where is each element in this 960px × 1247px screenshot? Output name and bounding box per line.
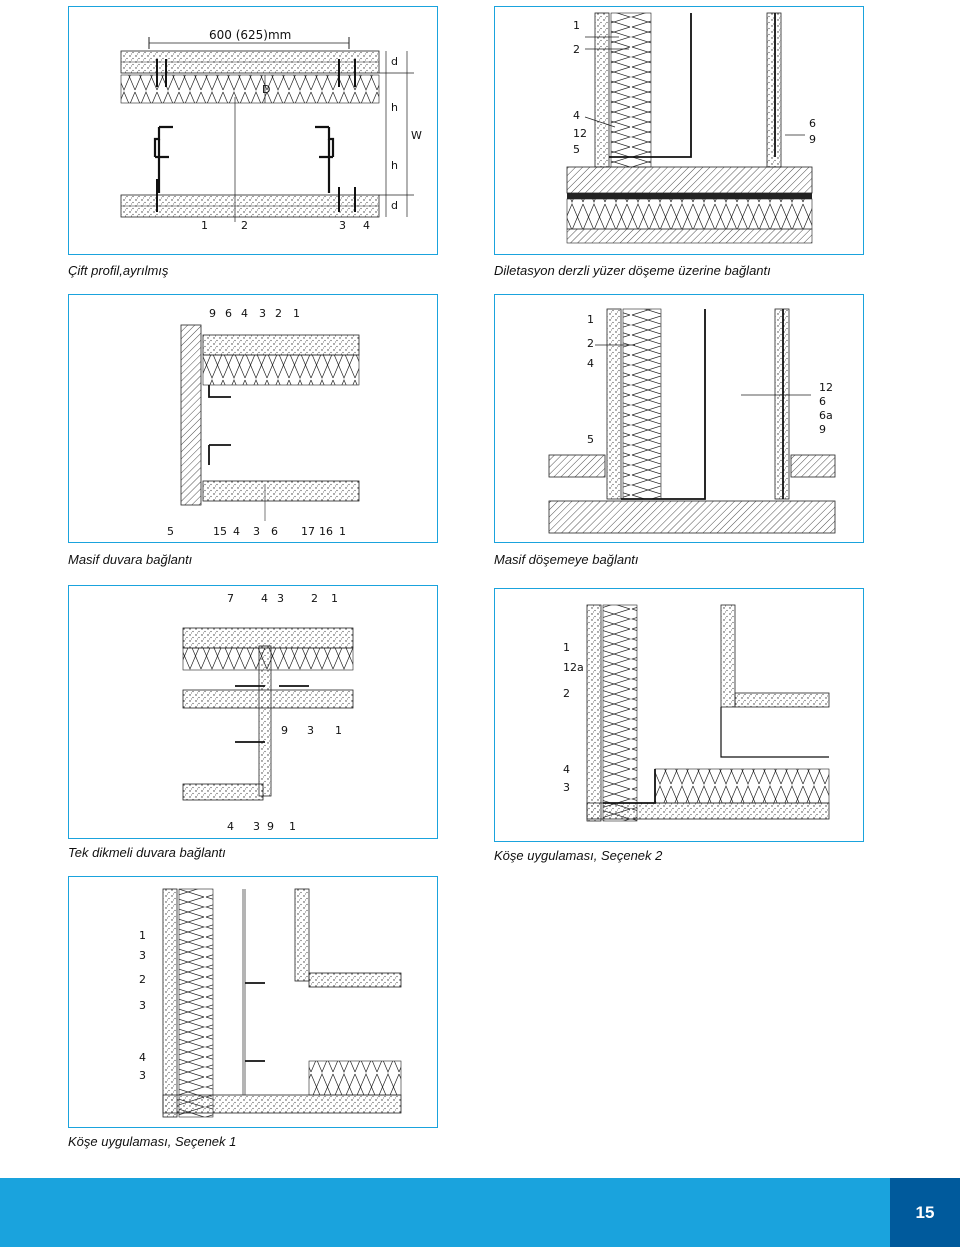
- side-label-h-upper: h: [391, 101, 398, 114]
- bottom-label-4: 4: [227, 820, 234, 833]
- left-label-3: 3: [563, 781, 570, 794]
- bottom-label-6: 6: [271, 525, 278, 538]
- right-label-9: 9: [819, 423, 826, 436]
- bottom-label-4: 4: [233, 525, 240, 538]
- bottom-label-4: 4: [363, 219, 370, 232]
- left-label-12a: 12a: [563, 661, 584, 674]
- bottom-label-1: 1: [289, 820, 296, 833]
- left-label-12: 12: [573, 127, 587, 140]
- caption-solid-floor: Masif döşemeye bağlantı: [494, 552, 639, 567]
- corner-option-1-drawing: 1 3 2 3 4 3: [139, 888, 402, 1118]
- diagram-panel-solid-wall: 9 6 4 3 2 1 5 15 4 3 6 17 16 1: [68, 294, 438, 543]
- right-label-6: 6: [809, 117, 816, 130]
- left-label-2: 2: [563, 687, 570, 700]
- right-label-6a: 6a: [819, 409, 833, 422]
- diagram-panel-double-profile: 600 (625)mm d h W h d D 1 2 3 4: [68, 6, 438, 255]
- top-label-7: 7: [227, 592, 234, 605]
- middle-label-1: 1: [335, 724, 342, 737]
- bottom-label-3: 3: [339, 219, 346, 232]
- left-label-3a: 3: [139, 949, 146, 962]
- caption-solid-wall: Masif duvara bağlantı: [68, 552, 193, 567]
- left-label-3c: 3: [139, 1069, 146, 1082]
- top-label-4: 4: [261, 592, 268, 605]
- side-label-d-top: d: [391, 55, 398, 68]
- bottom-label-16: 16: [319, 525, 333, 538]
- diagram-panel-corner-option-1: 1 3 2 3 4 3: [68, 876, 438, 1128]
- left-label-1: 1: [139, 929, 146, 942]
- top-label-3: 3: [277, 592, 284, 605]
- bottom-label-1: 1: [201, 219, 208, 232]
- top-label-4: 4: [241, 307, 248, 320]
- diagram-panel-corner-option-2: 1 12a 2 4 3: [494, 588, 864, 842]
- bottom-label-3: 3: [253, 525, 260, 538]
- diagram-panel-single-stud-wall: 7 4 3 2 1 9 3 1 4 3 9 1: [68, 585, 438, 839]
- left-label-2: 2: [139, 973, 146, 986]
- side-label-h-lower: h: [391, 159, 398, 172]
- right-label-6: 6: [819, 395, 826, 408]
- caption-corner-option-2: Köşe uygulaması, Seçenek 2: [494, 848, 663, 863]
- right-label-12: 12: [819, 381, 833, 394]
- inner-label-d: D: [262, 83, 270, 96]
- top-label-2: 2: [275, 307, 282, 320]
- side-label-d-bottom: d: [391, 199, 398, 212]
- middle-label-3: 3: [307, 724, 314, 737]
- top-label-6: 6: [225, 307, 232, 320]
- caption-single-stud: Tek dikmeli duvara bağlantı: [68, 845, 226, 860]
- bottom-label-9: 9: [267, 820, 274, 833]
- diagram-panel-expansion-joint-floor: 1 2 4 12 5 6 9: [494, 6, 864, 255]
- caption-double-profile: Çift profil,ayrılmış: [68, 263, 169, 278]
- left-label-4: 4: [563, 763, 570, 776]
- double-profile-drawing: 600 (625)mm d h W h d D 1 2 3 4: [120, 28, 422, 232]
- left-label-4: 4: [139, 1051, 146, 1064]
- solid-floor-drawing: 1 2 4 5 12 6 6a 9: [548, 308, 836, 534]
- top-label-2: 2: [311, 592, 318, 605]
- top-label-3: 3: [259, 307, 266, 320]
- bottom-label-2: 2: [241, 219, 248, 232]
- caption-expansion-joint: Diletasyon derzli yüzer döşeme üzerine b…: [494, 263, 771, 278]
- bottom-label-17: 17: [301, 525, 315, 538]
- footer-bar: [0, 1178, 960, 1247]
- top-label-1: 1: [293, 307, 300, 320]
- bottom-label-1b: 1: [339, 525, 346, 538]
- expansion-joint-drawing: 1 2 4 12 5 6 9: [566, 12, 816, 244]
- top-label-1: 1: [331, 592, 338, 605]
- left-label-5: 5: [573, 143, 580, 156]
- solid-wall-drawing: 9 6 4 3 2 1 5 15 4 3 6 17 16 1: [167, 307, 360, 538]
- left-label-5: 5: [587, 433, 594, 446]
- left-label-1: 1: [573, 19, 580, 32]
- diagram-panel-solid-floor: 1 2 4 5 12 6 6a 9: [494, 294, 864, 543]
- page-number: 15: [890, 1178, 960, 1247]
- left-label-1: 1: [587, 313, 594, 326]
- left-label-2: 2: [587, 337, 594, 350]
- corner-option-2-drawing: 1 12a 2 4 3: [563, 604, 830, 822]
- side-label-w: W: [411, 129, 422, 142]
- left-label-3b: 3: [139, 999, 146, 1012]
- bottom-label-5: 5: [167, 525, 174, 538]
- bottom-label-15: 15: [213, 525, 227, 538]
- top-label-9: 9: [209, 307, 216, 320]
- caption-corner-option-1: Köşe uygulaması, Seçenek 1: [68, 1134, 237, 1149]
- middle-label-9: 9: [281, 724, 288, 737]
- right-label-9: 9: [809, 133, 816, 146]
- left-label-4: 4: [587, 357, 594, 370]
- single-stud-drawing: 7 4 3 2 1 9 3 1 4 3 9 1: [182, 592, 354, 833]
- dimension-label: 600 (625)mm: [209, 28, 291, 42]
- left-label-1: 1: [563, 641, 570, 654]
- left-label-2: 2: [573, 43, 580, 56]
- left-label-4: 4: [573, 109, 580, 122]
- bottom-label-3: 3: [253, 820, 260, 833]
